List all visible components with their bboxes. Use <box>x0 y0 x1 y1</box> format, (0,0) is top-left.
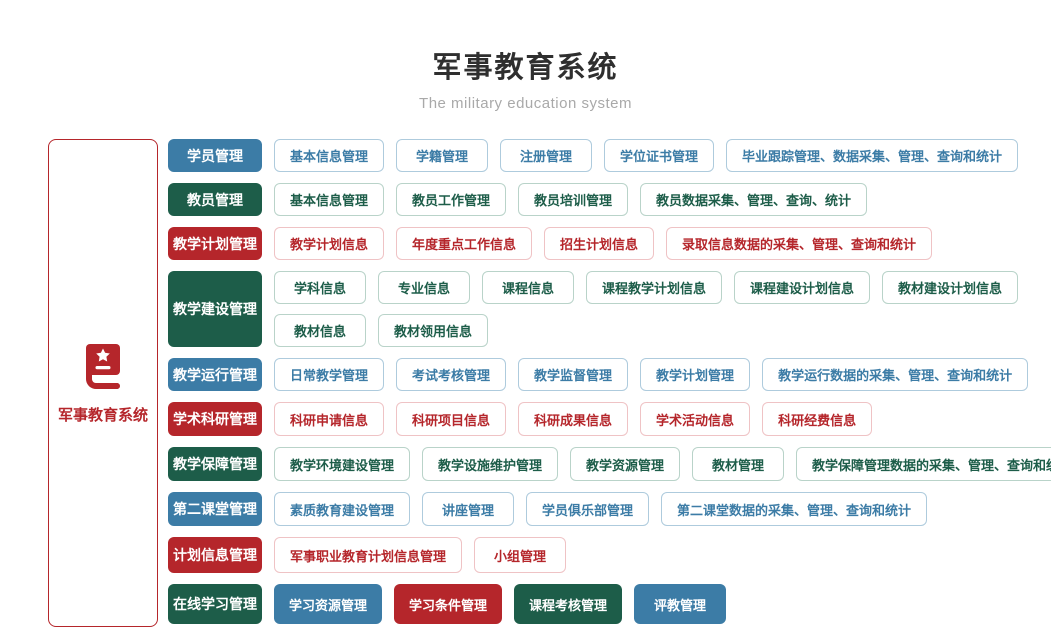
sub-item-button[interactable]: 教员工作管理 <box>396 183 507 216</box>
sub-item-button[interactable]: 录取信息数据的采集、管理、查询和统计 <box>666 227 933 260</box>
sub-item-button[interactable]: 小组管理 <box>474 537 567 573</box>
sub-item-button[interactable]: 学员俱乐部管理 <box>526 492 650 526</box>
category-button-online-learning[interactable]: 在线学习管理 <box>168 584 262 624</box>
category-button-teaching-construction[interactable]: 教学建设管理 <box>168 271 262 347</box>
sub-item-button[interactable]: 科研成果信息 <box>518 402 629 436</box>
sub-item-button[interactable]: 科研申请信息 <box>274 402 385 436</box>
sub-item-button[interactable]: 课程建设计划信息 <box>734 271 871 304</box>
sub-item-button[interactable]: 考试考核管理 <box>396 358 507 391</box>
sub-item-button[interactable]: 科研项目信息 <box>396 402 507 436</box>
sub-item-button[interactable]: 基本信息管理 <box>274 183 385 216</box>
diagram-body: 军事教育系统 学员管理 基本信息管理 学籍管理 注册管理 学位证书管理 毕业跟踪… <box>48 139 1051 627</box>
sub-item-button[interactable]: 学习资源管理 <box>274 584 383 624</box>
sub-item-button[interactable]: 教员数据采集、管理、查询、统计 <box>640 183 868 216</box>
book-star-icon <box>86 343 120 389</box>
row-teaching-construction: 教学建设管理 学科信息 专业信息 课程信息 课程教学计划信息 课程建设计划信息 … <box>168 271 1051 347</box>
sub-item-button[interactable]: 注册管理 <box>500 139 593 172</box>
sub-item-button[interactable]: 教学保障管理数据的采集、管理、查询和统计 <box>796 447 1051 481</box>
sub-item-button[interactable]: 教学环境建设管理 <box>274 447 411 481</box>
row-lines: 学科信息 专业信息 课程信息 课程教学计划信息 课程建设计划信息 教材建设计划信… <box>274 271 1019 347</box>
page-subtitle: The military education system <box>419 95 632 112</box>
category-button-plan-info[interactable]: 计划信息管理 <box>168 537 262 573</box>
system-panel-label: 军事教育系统 <box>57 406 148 424</box>
row-faculty-management: 教员管理 基本信息管理 教员工作管理 教员培训管理 教员数据采集、管理、查询、统… <box>168 183 1051 216</box>
row-teaching-operation: 教学运行管理 日常教学管理 考试考核管理 教学监督管理 教学计划管理 教学运行数… <box>168 358 1051 391</box>
sub-item-button[interactable]: 课程考核管理 <box>514 584 623 624</box>
sub-item-button[interactable]: 课程教学计划信息 <box>586 271 723 304</box>
row-online-learning: 在线学习管理 学习资源管理 学习条件管理 课程考核管理 评教管理 <box>168 584 1051 624</box>
sub-item-button[interactable]: 教学资源管理 <box>570 447 681 481</box>
sub-item-button[interactable]: 教学运行数据的采集、管理、查询和统计 <box>762 358 1029 391</box>
sub-item-button[interactable]: 学籍管理 <box>396 139 489 172</box>
category-button-second-classroom[interactable]: 第二课堂管理 <box>168 492 262 526</box>
row-second-classroom: 第二课堂管理 素质教育建设管理 讲座管理 学员俱乐部管理 第二课堂数据的采集、管… <box>168 492 1051 526</box>
category-button-teaching-support[interactable]: 教学保障管理 <box>168 447 262 481</box>
category-button-faculty[interactable]: 教员管理 <box>168 183 262 216</box>
row-line-1: 学科信息 专业信息 课程信息 课程教学计划信息 课程建设计划信息 教材建设计划信… <box>274 271 1019 304</box>
sub-item-button[interactable]: 教学计划管理 <box>640 358 751 391</box>
sub-item-button[interactable]: 评教管理 <box>634 584 727 624</box>
sub-item-button[interactable]: 教材信息 <box>274 314 366 347</box>
sub-item-button[interactable]: 学习条件管理 <box>394 584 503 624</box>
category-button-student[interactable]: 学员管理 <box>168 139 262 172</box>
sub-item-button[interactable]: 学术活动信息 <box>640 402 751 436</box>
sub-item-button[interactable]: 教学监督管理 <box>518 358 629 391</box>
page-header: 军事教育系统 The military education system <box>0 0 1051 112</box>
page-title: 军事教育系统 <box>432 52 619 84</box>
sub-item-button[interactable]: 教材领用信息 <box>378 314 489 347</box>
sub-item-button[interactable]: 年度重点工作信息 <box>396 227 533 260</box>
sub-item-button[interactable]: 基本信息管理 <box>274 139 385 172</box>
system-panel: 军事教育系统 <box>48 139 158 627</box>
sub-item-button[interactable]: 教员培训管理 <box>518 183 629 216</box>
row-line-2: 教材信息 教材领用信息 <box>274 314 1018 347</box>
row-academic-research: 学术科研管理 科研申请信息 科研项目信息 科研成果信息 学术活动信息 科研经费信… <box>168 402 1051 436</box>
sub-item-button[interactable]: 教学计划信息 <box>274 227 385 260</box>
sub-item-button[interactable]: 素质教育建设管理 <box>274 492 411 526</box>
sub-item-button[interactable]: 日常教学管理 <box>274 358 385 391</box>
sub-item-button[interactable]: 课程信息 <box>482 271 574 304</box>
row-plan-info: 计划信息管理 军事职业教育计划信息管理 小组管理 <box>168 537 1051 573</box>
row-teaching-plan: 教学计划管理 教学计划信息 年度重点工作信息 招生计划信息 录取信息数据的采集、… <box>168 227 1051 260</box>
sub-item-button[interactable]: 讲座管理 <box>422 492 515 526</box>
sub-item-button[interactable]: 教材建设计划信息 <box>882 271 1019 304</box>
rows-container: 学员管理 基本信息管理 学籍管理 注册管理 学位证书管理 毕业跟踪管理、数据采集… <box>168 139 1051 627</box>
sub-item-button[interactable]: 教材管理 <box>692 447 785 481</box>
sub-item-button[interactable]: 学位证书管理 <box>604 139 715 172</box>
sub-item-button[interactable]: 教学设施维护管理 <box>422 447 559 481</box>
sub-item-button[interactable]: 科研经费信息 <box>762 402 873 436</box>
row-teaching-support: 教学保障管理 教学环境建设管理 教学设施维护管理 教学资源管理 教材管理 教学保… <box>168 447 1051 481</box>
category-button-teaching-plan[interactable]: 教学计划管理 <box>168 227 262 260</box>
sub-item-button[interactable]: 第二课堂数据的采集、管理、查询和统计 <box>661 492 928 526</box>
row-student-management: 学员管理 基本信息管理 学籍管理 注册管理 学位证书管理 毕业跟踪管理、数据采集… <box>168 139 1051 172</box>
category-button-teaching-operation[interactable]: 教学运行管理 <box>168 358 262 391</box>
sub-item-button[interactable]: 毕业跟踪管理、数据采集、管理、查询和统计 <box>726 139 1019 172</box>
category-button-academic-research[interactable]: 学术科研管理 <box>168 402 262 436</box>
sub-item-button[interactable]: 学科信息 <box>274 271 366 304</box>
sub-item-button[interactable]: 军事职业教育计划信息管理 <box>274 537 463 573</box>
sub-item-button[interactable]: 招生计划信息 <box>544 227 655 260</box>
sub-item-button[interactable]: 专业信息 <box>378 271 470 304</box>
